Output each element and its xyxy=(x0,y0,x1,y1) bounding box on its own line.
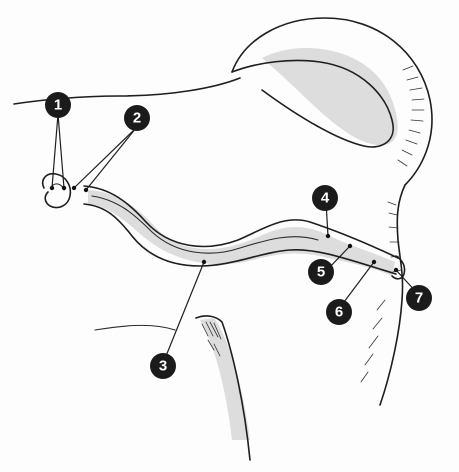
callout-6-label: 6 xyxy=(335,304,343,321)
callout-1-label: 1 xyxy=(54,97,62,114)
leader-lines xyxy=(52,114,418,356)
callout-6: 6 xyxy=(326,299,352,325)
callout-3: 3 xyxy=(150,353,176,379)
callout-2: 2 xyxy=(124,105,150,131)
callout-1: 1 xyxy=(45,92,71,118)
ear-canal xyxy=(43,174,405,279)
callout-2-label: 2 xyxy=(133,110,141,127)
callout-3-label: 3 xyxy=(159,358,167,375)
callout-5: 5 xyxy=(308,259,334,285)
head-contour xyxy=(14,78,250,460)
callout-7: 7 xyxy=(406,285,432,311)
ear-pinna xyxy=(232,18,432,405)
callout-4-label: 4 xyxy=(321,190,330,207)
callout-4: 4 xyxy=(312,185,338,211)
callout-7-label: 7 xyxy=(415,290,423,307)
callout-5-label: 5 xyxy=(317,264,325,281)
